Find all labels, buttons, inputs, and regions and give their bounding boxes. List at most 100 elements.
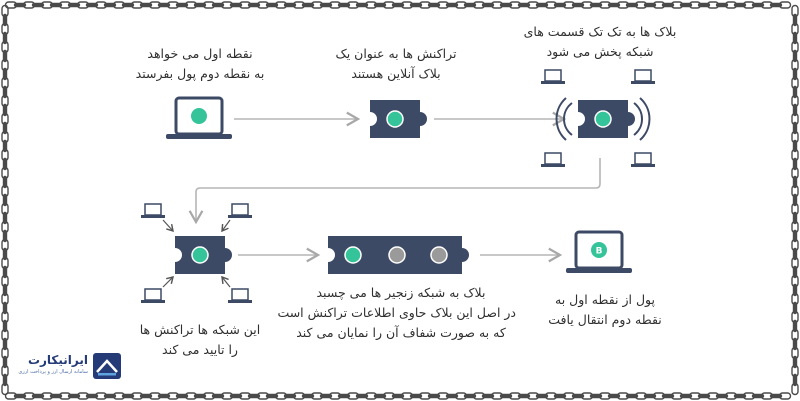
network-node-icon <box>631 69 655 84</box>
chain-link <box>2 121 8 135</box>
chain-link <box>2 103 8 117</box>
chain-link <box>319 393 333 399</box>
chain-link <box>355 2 369 8</box>
chain-link <box>715 393 729 399</box>
chain-link <box>792 283 798 297</box>
step6-line1: پول از نقطه اول به <box>555 292 655 307</box>
chain-link <box>319 2 333 8</box>
chain-link <box>337 2 351 8</box>
network-node-icon <box>141 203 165 218</box>
chain-link <box>2 139 8 153</box>
chain-link <box>13 393 27 399</box>
chain-link <box>2 337 8 351</box>
chain-link <box>247 393 261 399</box>
chain-link <box>103 393 117 399</box>
step2-line1: تراکنش ها به عنوان یک <box>335 46 457 61</box>
chain-link <box>265 393 279 399</box>
chain-link <box>553 393 567 399</box>
chain-link <box>2 301 8 315</box>
chain-link <box>571 393 585 399</box>
chain-link <box>733 393 747 399</box>
chain-link <box>139 2 153 8</box>
chain-link <box>31 2 45 8</box>
chain-link <box>49 2 63 8</box>
chain-link <box>67 2 81 8</box>
chain-link <box>247 2 261 8</box>
chain-link <box>121 2 135 8</box>
chain-link <box>2 49 8 63</box>
chain-link <box>625 2 639 8</box>
step1-line1: نقطه اول می خواهد <box>147 46 253 61</box>
chain-link <box>67 393 81 399</box>
chain-link <box>643 2 657 8</box>
chain-link <box>778 392 792 400</box>
network-node-icon <box>228 203 252 218</box>
chain-link <box>643 393 657 399</box>
step3-line2: شبکه پخش می شود <box>546 44 654 59</box>
chain-link <box>661 393 675 399</box>
chain-link <box>792 337 798 351</box>
chain-link <box>2 265 8 279</box>
chain-link <box>229 2 243 8</box>
chain-link <box>792 175 798 189</box>
chain-link <box>792 355 798 369</box>
chain-link <box>792 67 798 81</box>
sender-laptop-icon <box>166 96 232 139</box>
step2-line2: بلاک آنلاین هستند <box>351 66 441 81</box>
chain-link <box>535 393 549 399</box>
chain-link <box>679 2 693 8</box>
step2-caption: تراکنش ها به عنوان یک بلاک آنلاین هستند <box>316 44 476 84</box>
step5-caption: بلاک به شبکه زنجیر ها می چسبد در اصل این… <box>277 283 516 343</box>
coin-symbol: B <box>596 247 603 257</box>
chain-link <box>391 2 405 8</box>
chain-link <box>625 393 639 399</box>
chain-link <box>553 2 567 8</box>
chain-link <box>427 2 441 8</box>
chain-link <box>733 2 747 8</box>
chain-link <box>445 2 459 8</box>
brand-logo: ایرانیکارت سامانه ارسال ارز و پرداخت ارز… <box>18 352 122 382</box>
chain-link <box>751 393 765 399</box>
verify-arrow <box>221 219 231 233</box>
chain-link <box>791 382 799 396</box>
flow-arrow <box>188 158 601 225</box>
chain-link <box>1 382 9 396</box>
chain-link <box>517 393 531 399</box>
chain-link <box>463 2 477 8</box>
chain-link <box>715 2 729 8</box>
receiver-laptop-icon: B <box>566 230 632 273</box>
chain-link <box>792 13 798 27</box>
chain-link <box>175 2 189 8</box>
chain-link <box>121 393 135 399</box>
step4-caption: این شبکه ها تراکنش ها را تایید می کند <box>130 320 270 360</box>
network-node-icon <box>631 152 655 167</box>
block-piece-icon <box>370 100 427 138</box>
chain-link <box>499 393 513 399</box>
chain-link <box>769 393 783 399</box>
chain-link <box>373 393 387 399</box>
chain-link <box>463 393 477 399</box>
chain-link <box>175 393 189 399</box>
chain-link <box>85 393 99 399</box>
chain-link <box>792 103 798 117</box>
chain-link <box>792 319 798 333</box>
chain-link <box>229 393 243 399</box>
chain-link <box>2 229 8 243</box>
chain-link <box>517 2 531 8</box>
chain-link <box>499 2 513 8</box>
chain-link <box>2 355 8 369</box>
chain-link <box>792 31 798 45</box>
chain-link <box>751 2 765 8</box>
chain-link <box>193 2 207 8</box>
network-node-icon <box>541 152 565 167</box>
network-node-icon <box>228 288 252 303</box>
chain-link <box>2 31 8 45</box>
chain-link <box>409 2 423 8</box>
chain-link <box>103 2 117 8</box>
network-node-icon <box>141 288 165 303</box>
step6-caption: پول از نقطه اول به نقطه دوم انتقال یافت <box>530 290 680 330</box>
chain-link <box>409 393 423 399</box>
chain-link <box>481 2 495 8</box>
chain-link <box>481 393 495 399</box>
chain-link <box>49 393 63 399</box>
